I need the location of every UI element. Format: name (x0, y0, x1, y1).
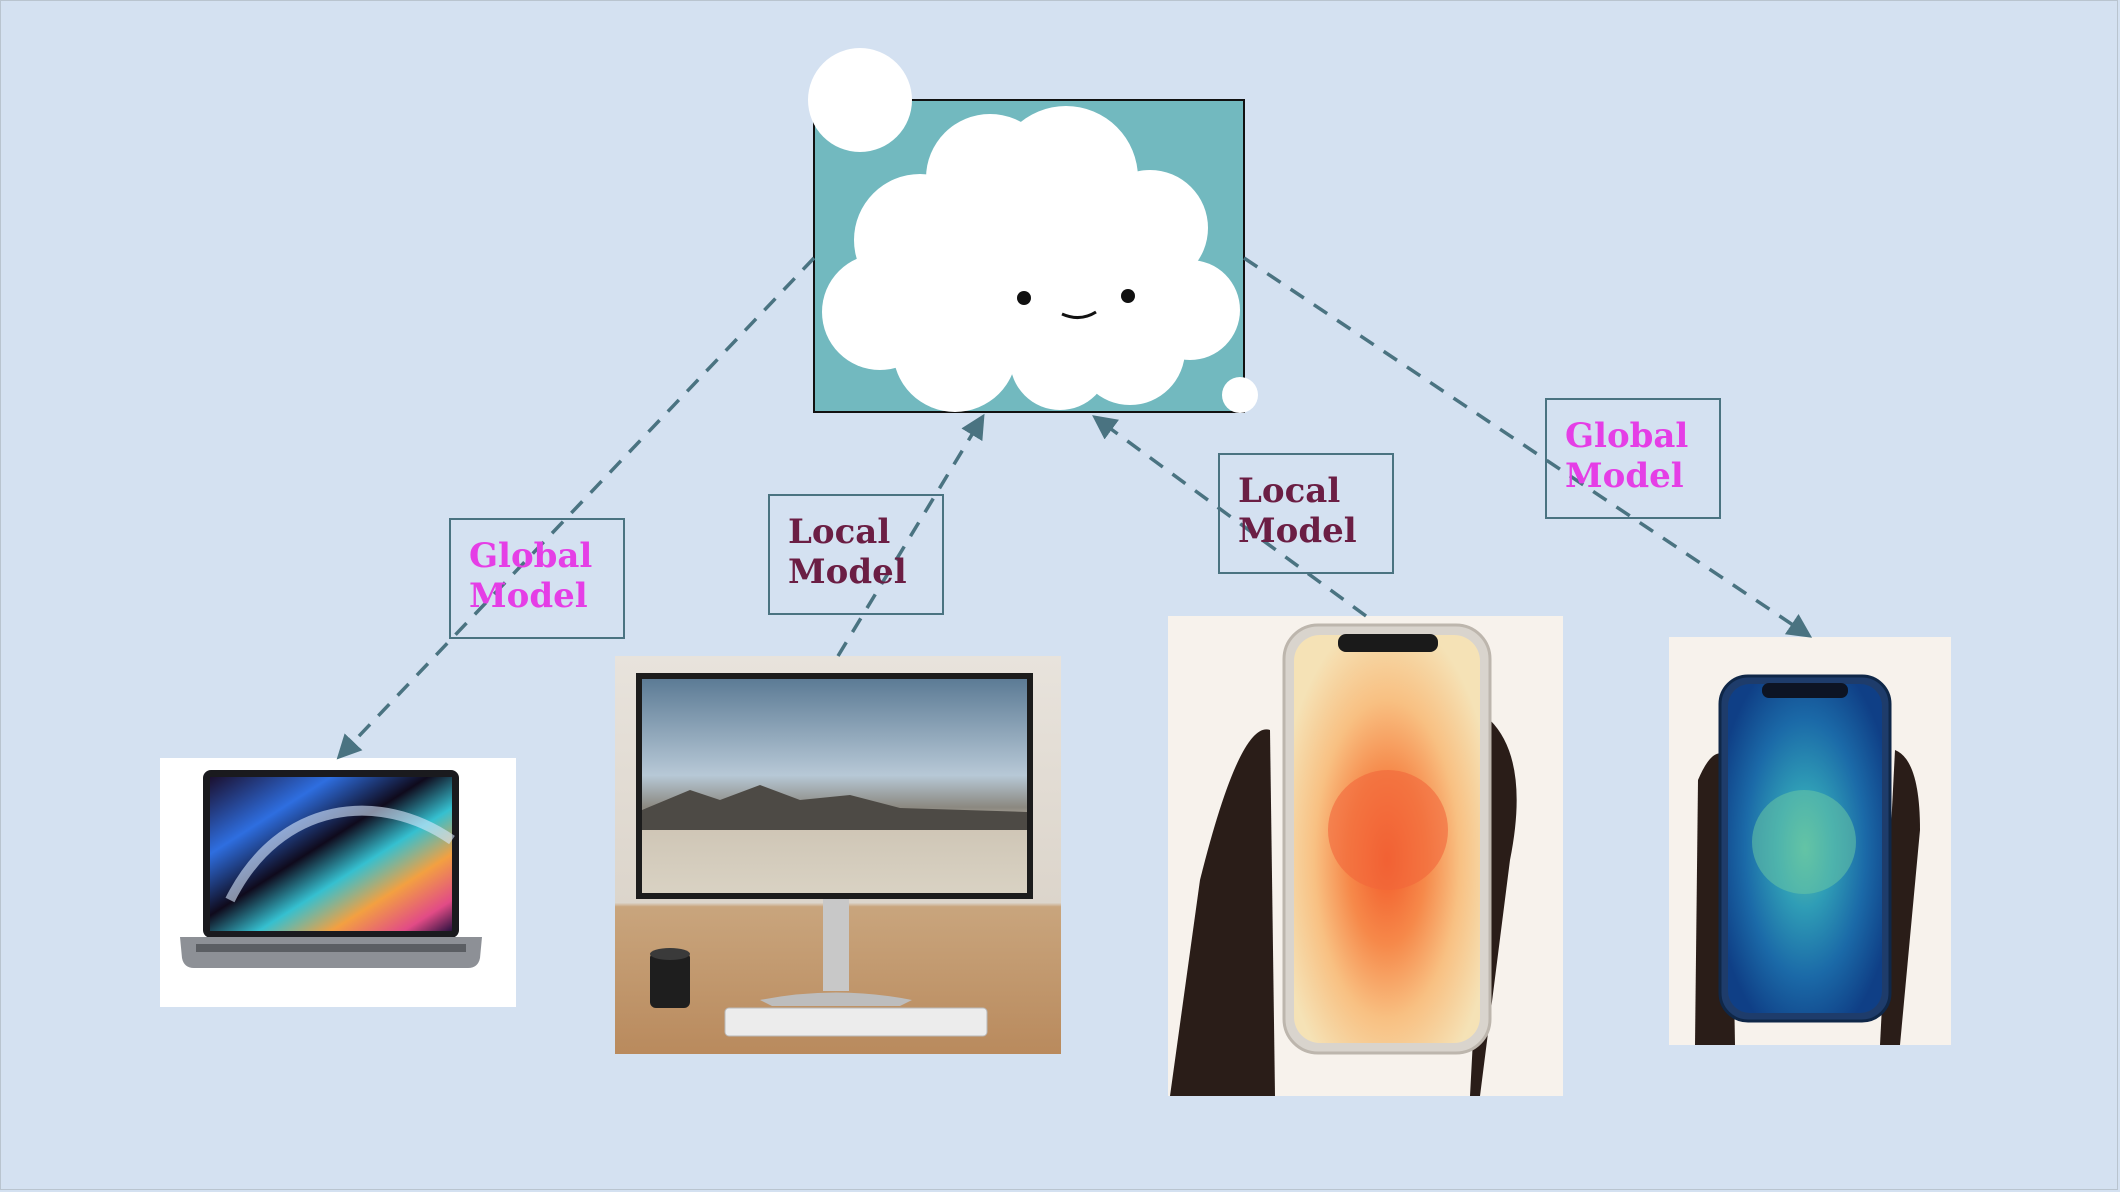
label-local-model-phone: Local Model (1218, 453, 1394, 574)
label-line2: Model (469, 576, 588, 616)
monitor-icon (636, 673, 1033, 1037)
label-line1: Global (469, 536, 593, 576)
label-global-model-left: Global Model (449, 518, 625, 639)
laptop (160, 758, 516, 1007)
label-line1: Global (1565, 416, 1689, 456)
cloud-icon (808, 48, 1258, 413)
phone-orange (1168, 616, 1563, 1096)
arrow-cloud-to-phone (1243, 256, 1813, 638)
arrow-monitor-to-cloud (836, 413, 985, 657)
cloud-smile (1061, 310, 1097, 319)
label-line1: Local (788, 512, 891, 552)
phone-icon (1282, 623, 1492, 1055)
label-line2: Model (1565, 456, 1684, 496)
label-global-model-right: Global Model (1545, 398, 1721, 519)
arrows (336, 256, 1813, 760)
arrow-cloud-to-laptop (336, 256, 816, 760)
phone-blue (1669, 637, 1951, 1045)
cloud-server (808, 48, 1258, 413)
cloud-eye-right (1121, 289, 1135, 303)
cloud-eye-left (1017, 291, 1031, 305)
laptop-icon (180, 770, 482, 968)
label-line1: Local (1238, 471, 1341, 511)
desktop-monitor (615, 656, 1061, 1054)
label-local-model-monitor: Local Model (768, 494, 944, 615)
label-line2: Model (788, 552, 907, 592)
label-line2: Model (1238, 511, 1357, 551)
phone-icon (1718, 674, 1892, 1023)
